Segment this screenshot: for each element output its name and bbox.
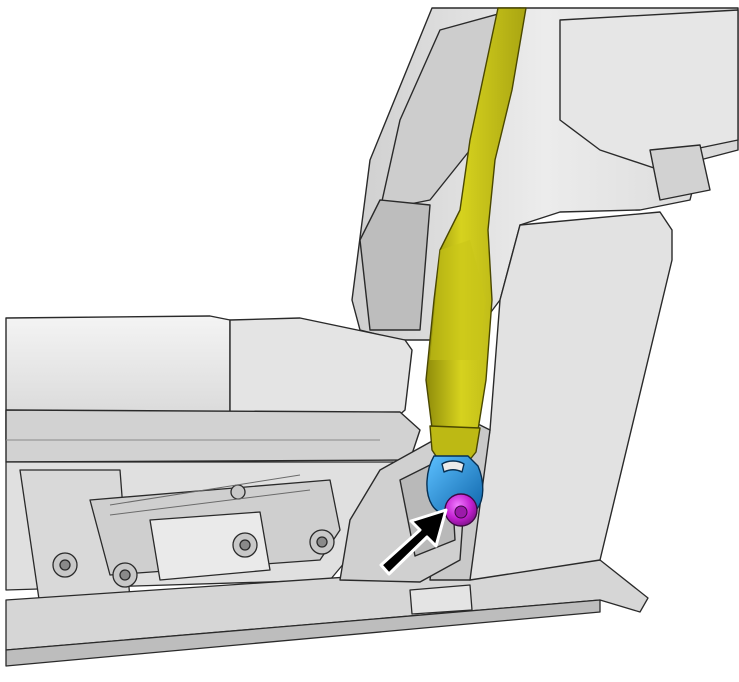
seat-cushion	[5, 315, 421, 463]
seat-belt-webbing	[425, 7, 527, 463]
arrow-icon	[379, 508, 448, 576]
anchor-bolt	[444, 493, 478, 527]
seat-frame	[5, 461, 649, 667]
